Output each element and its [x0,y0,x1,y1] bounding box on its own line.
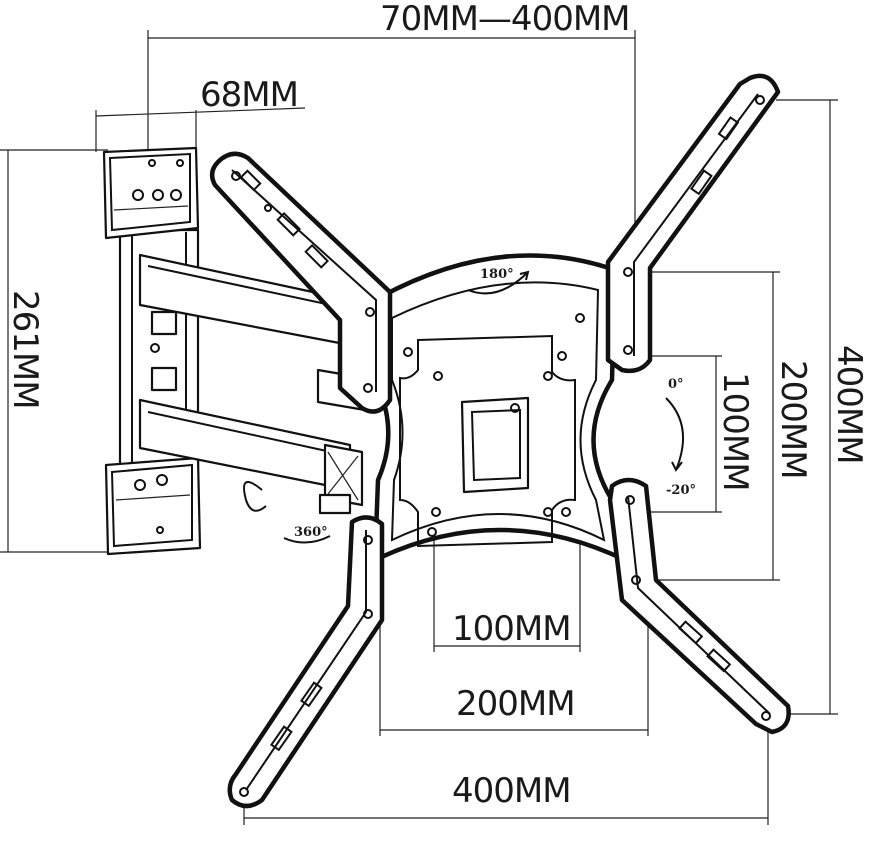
right-outer-label: 400MM [829,345,869,464]
upper-right-adapter-arm [605,73,781,374]
lower-left-adapter-arm [227,515,385,809]
tilt-bottom-label: -20° [666,483,696,498]
center-plate [372,253,628,563]
left-height-label: 261MM [5,290,45,409]
lower-right-adapter-arm [607,477,791,735]
swivel-label: 180° [480,267,514,282]
top-range-label: 70MM—400MM [380,0,630,39]
right-mid-label: 200MM [773,360,813,479]
wall-plate-width-label: 68MM [200,75,298,115]
rotation-arrows [243,270,685,544]
bottom-outer-label: 400MM [452,771,571,811]
articulating-arms [138,253,367,515]
bottom-mid-label: 200MM [456,684,575,724]
rotate-label: 360° [294,525,328,540]
wall-plate [102,146,202,556]
bottom-inner-label: 100MM [452,609,571,649]
right-inner-label: 100MM [715,372,755,491]
tilt-top-label: 0° [668,377,684,392]
upper-left-adapter-arm [209,151,393,414]
